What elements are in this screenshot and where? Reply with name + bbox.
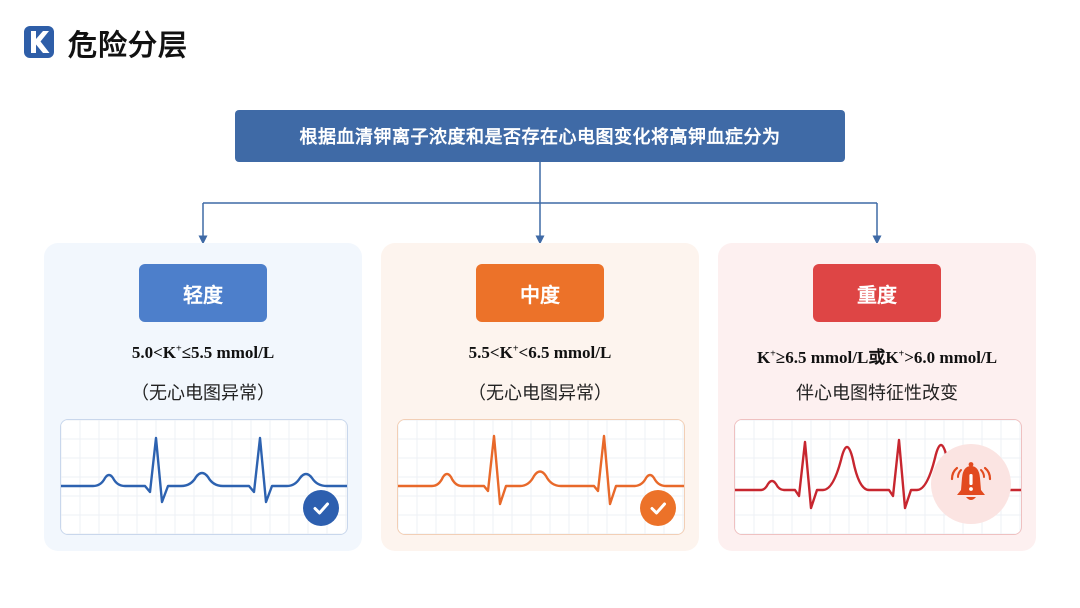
ecg-waveform-moderate xyxy=(398,434,684,506)
level-label-moderate: 中度 xyxy=(476,264,604,322)
classification-root-box: 根据血清钾离子浓度和是否存在心电图变化将高钾血症分为 xyxy=(235,110,845,162)
note-moderate: （无心电图异常） xyxy=(468,383,612,404)
ecg-grid xyxy=(61,420,347,534)
criteria-severe: K+≥6.5 mmol/L或K+>6.0 mmol/L xyxy=(756,348,998,368)
card-moderate: 中度 5.5<K+<6.5 mmol/L （无心电图异常） xyxy=(381,243,699,551)
ecg-waveform-mild xyxy=(61,436,347,504)
card-severe: 重度 K+≥6.5 mmol/L或K+>6.0 mmol/L 伴心电图特征性改变 xyxy=(718,243,1036,551)
level-label-mild: 轻度 xyxy=(139,264,267,322)
logo-k-icon xyxy=(24,26,54,58)
check-icon xyxy=(640,490,676,526)
card-mild: 轻度 5.0<K+≤5.5 mmol/L （无心电图异常） xyxy=(44,243,362,551)
level-label-severe: 重度 xyxy=(813,264,941,322)
ecg-panel-severe xyxy=(734,419,1022,535)
criteria-moderate: 5.5<K+<6.5 mmol/L xyxy=(468,343,612,362)
page-title: 危险分层 xyxy=(68,28,189,62)
note-mild: （无心电图异常） xyxy=(131,383,275,404)
root-text: 根据血清钾离子浓度和是否存在心电图变化将高钾血症分为 xyxy=(299,127,781,148)
check-icon xyxy=(303,490,339,526)
alarm-bell-icon xyxy=(931,444,1011,524)
note-severe: 伴心电图特征性改变 xyxy=(796,383,958,404)
ecg-panel-moderate xyxy=(397,419,685,535)
ecg-panel-mild xyxy=(60,419,348,535)
criteria-mild: 5.0<K+≤5.5 mmol/L xyxy=(131,343,275,362)
